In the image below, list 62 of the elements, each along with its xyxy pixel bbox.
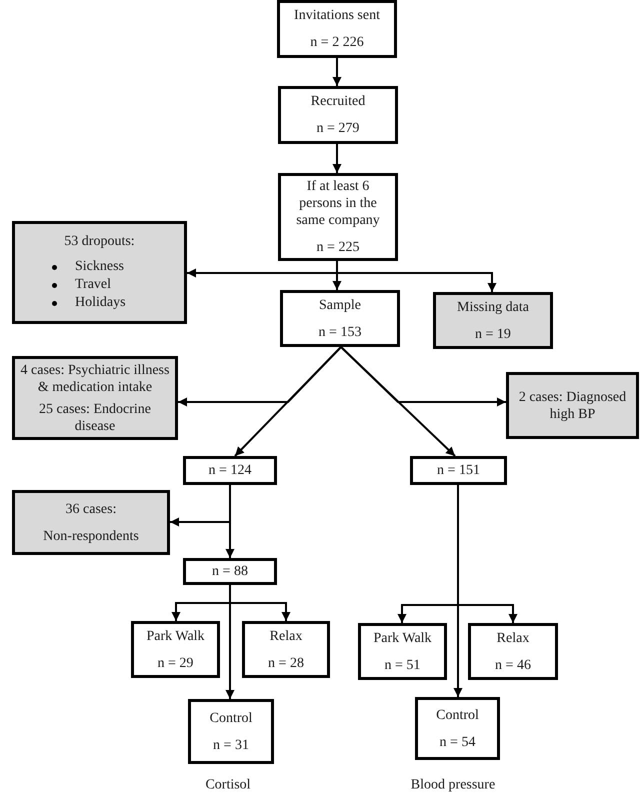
box-text: Invitations sent — [294, 7, 380, 24]
exclusion-box — [506, 372, 639, 439]
box-text: Sample — [319, 296, 361, 314]
process-box — [242, 621, 330, 678]
process-box — [183, 558, 277, 585]
arrow — [332, 144, 342, 173]
box-text: If at least 6 persons in the same company — [295, 178, 381, 229]
box-text: n = 19 — [475, 326, 511, 342]
box-text: n = 88 — [212, 563, 248, 580]
group-label: Blood pressure — [410, 776, 496, 794]
exclusion-box — [12, 356, 178, 440]
box-text: Park Walk — [146, 628, 205, 644]
arrow — [340, 346, 456, 457]
box-text: n = 51 — [384, 656, 420, 674]
arrow — [332, 58, 342, 86]
box-text: Non-respondents — [43, 528, 139, 544]
list-item-text: Holidays — [75, 294, 126, 312]
process-box — [278, 173, 398, 261]
exclusion-box — [12, 490, 170, 555]
box-text: n = 225 — [316, 239, 360, 256]
box-text: n = 28 — [268, 654, 304, 672]
box-text: n = 29 — [158, 654, 194, 672]
box-heading: 53 dropouts: — [63, 233, 136, 250]
arrow — [234, 346, 342, 457]
box-text: n = 2 226 — [310, 34, 364, 51]
box-text: n = 279 — [316, 120, 360, 137]
process-box — [358, 623, 447, 680]
process-box — [131, 621, 220, 678]
box-text: n = 54 — [440, 734, 476, 750]
box-text: Relax — [496, 630, 530, 646]
box-text: Missing data — [457, 298, 529, 316]
box-text: Control — [210, 710, 252, 726]
process-box — [410, 456, 507, 485]
group-label: Cortisol — [205, 776, 251, 794]
box-text: n = 153 — [318, 324, 362, 340]
box-text: 2 cases: Diagnosed high BP — [518, 388, 628, 422]
exclusion-box — [433, 292, 553, 349]
arrow — [454, 485, 462, 697]
box-text: Relax — [270, 628, 302, 644]
process-box — [278, 86, 398, 144]
process-box — [468, 623, 558, 680]
box-text: Park Walk — [373, 630, 432, 646]
arrow — [336, 261, 496, 292]
list-item-text: Travel — [75, 276, 112, 294]
box-text: 4 cases: Psychiatric illness & medication intake — [20, 362, 170, 396]
box-text: Control — [436, 706, 479, 724]
process-box — [277, 0, 397, 58]
process-box — [280, 290, 400, 347]
process-box — [415, 697, 500, 760]
box-text: 36 cases: — [66, 500, 116, 518]
box-text: n = 124 — [208, 462, 252, 479]
box-text: n = 151 — [437, 462, 480, 479]
arrow — [226, 585, 234, 699]
list-item-text: Sickness — [75, 258, 124, 276]
box-text: n = 46 — [495, 656, 531, 674]
exclusion-box — [12, 221, 187, 324]
box-text: 25 cases: Endocrine disease — [38, 400, 152, 434]
box-text: Recruited — [310, 93, 366, 110]
process-box — [188, 699, 274, 764]
box-text: n = 31 — [213, 736, 249, 754]
arrow — [226, 485, 234, 558]
process-box — [183, 456, 277, 485]
